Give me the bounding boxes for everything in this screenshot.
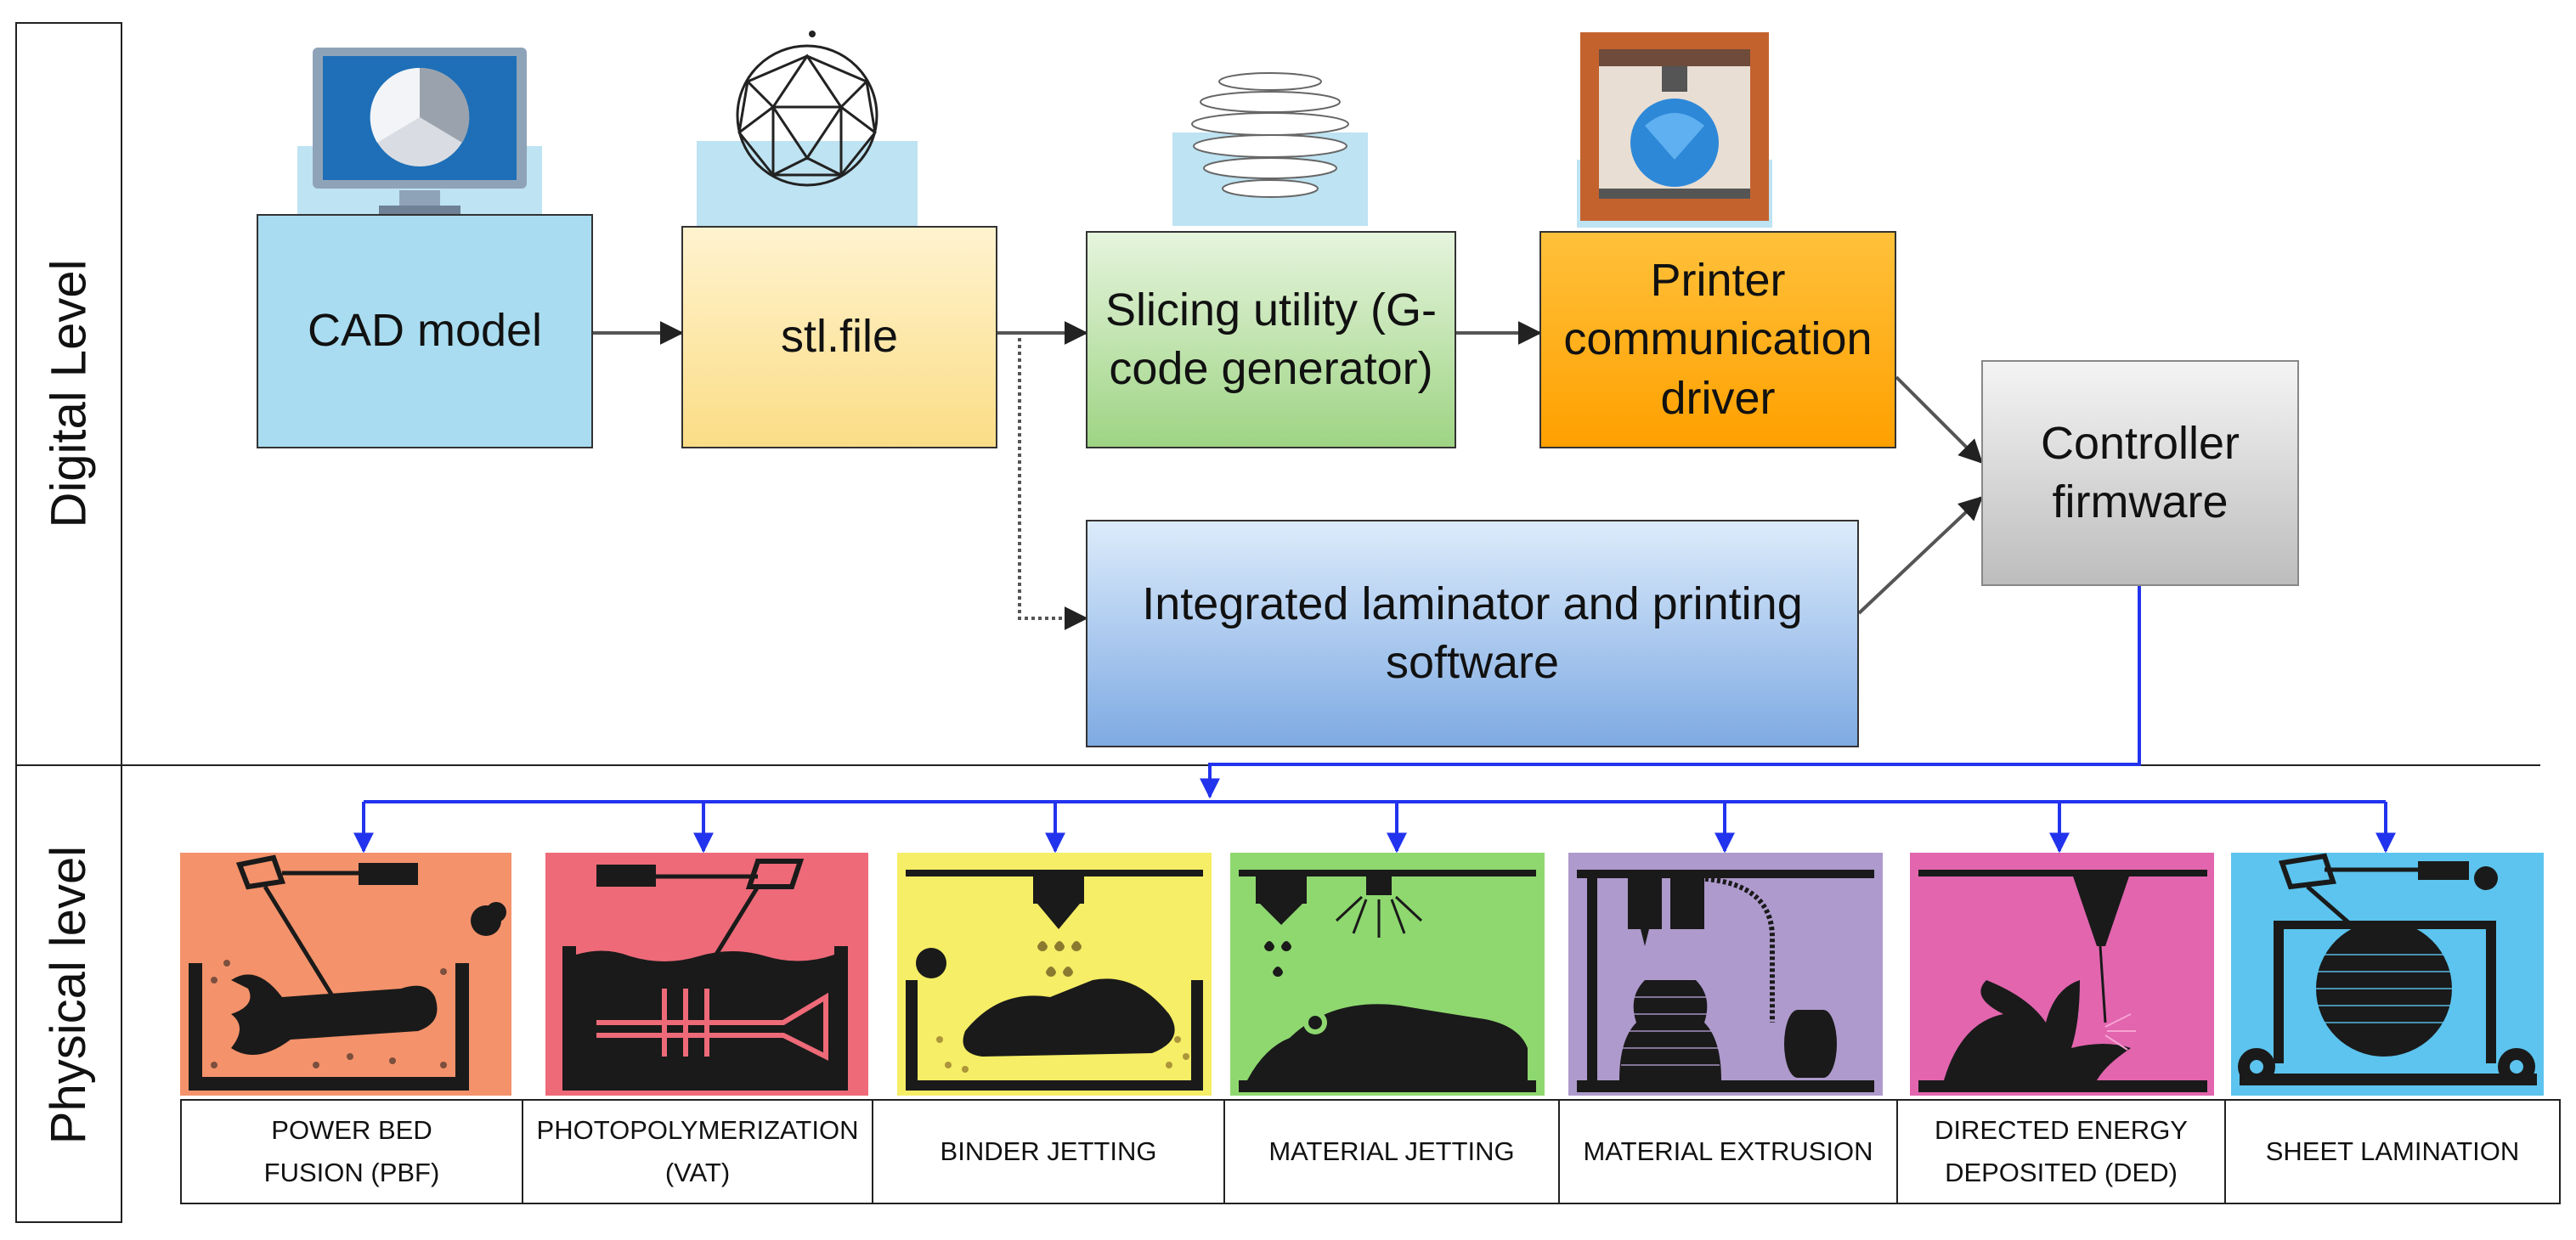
vase-extrusion-icon [1568,853,1883,1096]
stl-file-label: stl.file [780,311,899,363]
caption-material-jetting-label: MATERIAL JETTING [1268,1136,1515,1167]
printer-driver-label: Printer communication driver [1563,255,1873,424]
sphere-lamination-icon [2231,853,2544,1096]
shoe-binder-jet-icon [897,853,1212,1096]
cad-model-label: CAD model [307,305,543,357]
controller-firmware-label: Controller firmware [2040,417,2240,527]
controller-output-line [1200,586,2141,799]
controller-firmware-box: Controller firmware [1981,360,2299,586]
arrow-stl-to-integrated [997,331,1088,630]
caption-sheet-lamination: SHEET LAMINATION [2226,1099,2561,1204]
slicing-utility-box: Slicing utility (G-code generator) [1086,231,1456,448]
wrench-in-powder-bed-icon [180,853,511,1096]
arrow-integrated-to-controller [1857,496,1984,615]
arrow-driver-to-controller [1895,375,1983,464]
caption-binder-jetting-label: BINDER JETTING [940,1136,1157,1167]
caption-pbf-label: POWER BED FUSION (PBF) [263,1115,440,1187]
turbine-ded-icon [1910,853,2214,1096]
caption-material-jetting: MATERIAL JETTING [1225,1099,1560,1204]
caption-pbf: POWER BED FUSION (PBF) [180,1099,523,1204]
caption-material-extrusion-label: MATERIAL EXTRUSION [1583,1136,1873,1167]
caption-vat: PHOTOPOLYMERIZATION (VAT) [523,1099,873,1204]
cad-model-box: CAD model [257,214,593,448]
band-frame [15,22,122,1223]
mesh-sphere-icon [697,31,918,226]
caption-sheet-lamination-label: SHEET LAMINATION [2265,1136,2520,1167]
sliced-sphere-icon [1172,72,1368,226]
caption-ded-label: DIRECTED ENERGY DEPOSITED (DED) [1935,1115,2188,1187]
integrated-software-label: Integrated laminator and printing softwa… [1142,578,1803,688]
caption-vat-label: PHOTOPOLYMERIZATION (VAT) [536,1115,859,1187]
caption-ded: DIRECTED ENERGY DEPOSITED (DED) [1898,1099,2226,1204]
caption-binder-jetting: BINDER JETTING [873,1099,1225,1204]
monitor-icon [297,48,542,219]
slicing-utility-label: Slicing utility (G-code generator) [1104,284,1438,394]
shoe-material-jet-icon [1230,853,1545,1096]
caption-material-extrusion: MATERIAL EXTRUSION [1560,1099,1898,1204]
printer-driver-box: Printer communication driver [1539,231,1896,448]
stl-file-box: stl.file [681,226,997,448]
3d-printer-icon [1577,32,1772,228]
trumpet-in-vat-icon [545,853,868,1096]
integrated-software-box: Integrated laminator and printing softwa… [1086,520,1859,747]
